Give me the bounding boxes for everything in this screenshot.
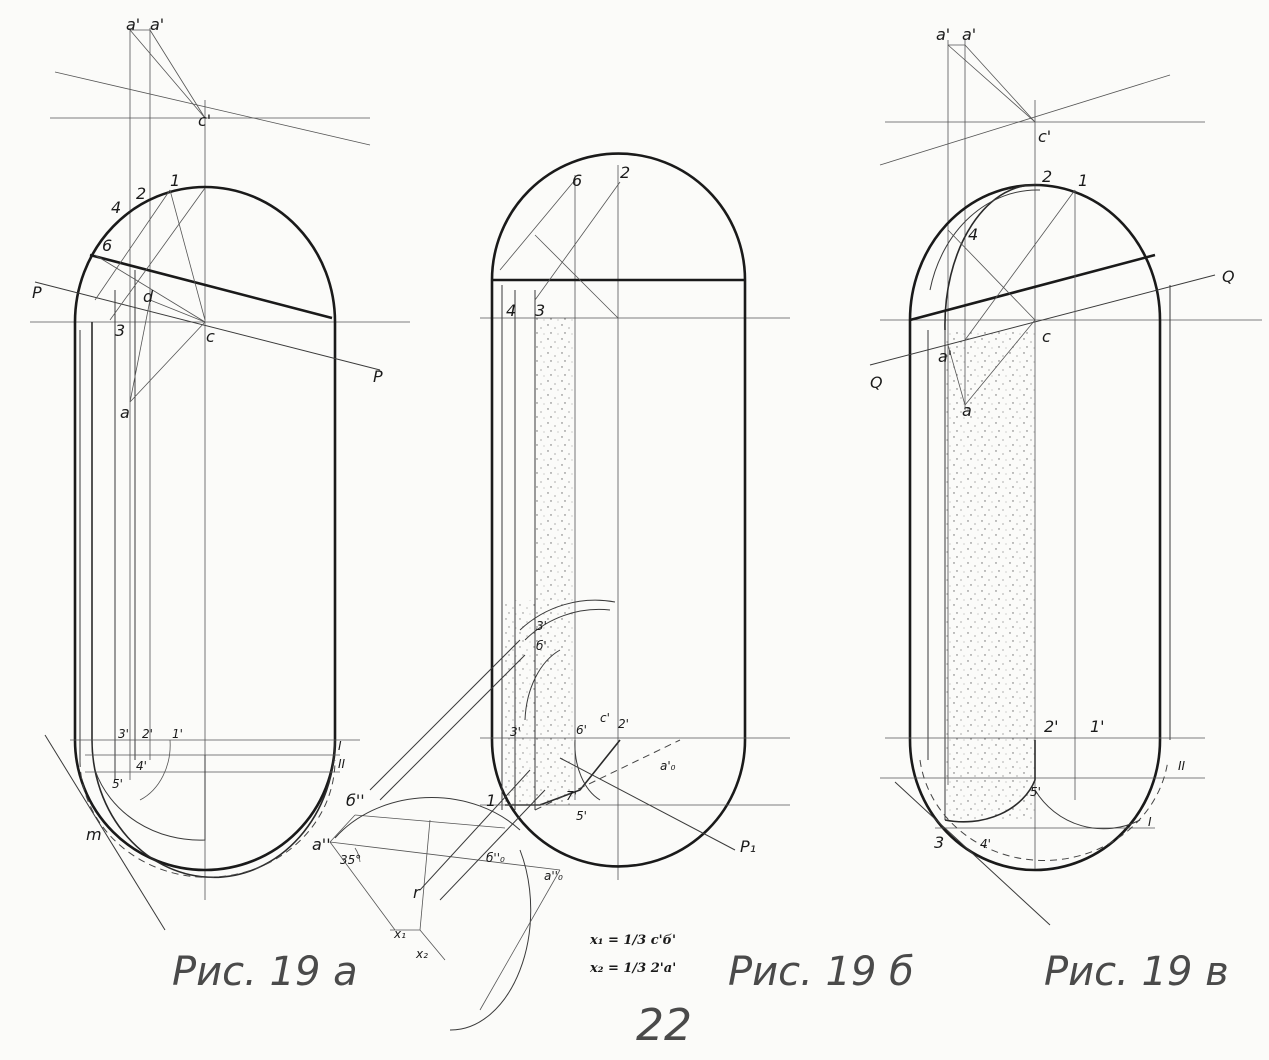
label: 1 — [486, 791, 496, 810]
label: a — [120, 403, 130, 422]
label: 2 — [1042, 167, 1052, 186]
label: 1' — [1090, 717, 1105, 736]
label: x₁ — [393, 927, 406, 941]
label: 1 — [170, 171, 180, 190]
page-number: 22 — [636, 1000, 692, 1051]
figure-19c-labels: a' a' c' 2 1 4 Q Q a' c a 2' 1' II 5' 3 … — [870, 25, 1235, 852]
label: Q — [870, 373, 883, 392]
label: a' — [962, 25, 976, 44]
label: 3' — [536, 619, 547, 633]
label: Q — [1222, 267, 1235, 286]
label: 6' — [576, 723, 587, 737]
label: 3 — [115, 321, 125, 340]
label: c — [206, 327, 215, 346]
label: d — [143, 287, 154, 306]
label: 4 — [968, 225, 978, 244]
label: 5' — [1030, 785, 1041, 799]
label: P₁ — [740, 837, 756, 856]
label: II — [1178, 759, 1186, 773]
figure-19a-labels: a' a' c' 1 2 4 6 3 d c a P P 3' 2' 1' 4'… — [32, 15, 383, 844]
label: 4 — [506, 301, 516, 320]
caption-fig-19a: Рис. 19 а — [172, 949, 358, 995]
label: a' — [936, 25, 950, 44]
label: 7' — [566, 789, 577, 803]
label: r — [413, 883, 421, 902]
figure-19b — [329, 152, 790, 1031]
label: 2' — [618, 717, 629, 731]
figure-19c — [869, 40, 1262, 926]
label: б''₀ — [486, 851, 505, 865]
label: a'' — [312, 835, 331, 854]
label: 6 — [102, 236, 112, 255]
label: 4' — [980, 837, 991, 851]
label: P — [32, 283, 42, 302]
label: c' — [198, 111, 211, 130]
figure-19a — [30, 28, 410, 931]
capsule-outline-a — [73, 185, 337, 872]
label: m — [86, 825, 102, 844]
label: 2 — [620, 163, 630, 182]
label: a' — [150, 15, 164, 34]
label: a'₀ — [660, 759, 676, 773]
label: P — [373, 367, 383, 386]
label: 6 — [572, 171, 582, 190]
shaded-region-b — [535, 318, 575, 808]
label: I — [1148, 815, 1152, 829]
label: 2' — [1044, 717, 1059, 736]
label: 3 — [535, 301, 545, 320]
label: 4' — [136, 759, 147, 773]
label: II — [338, 757, 346, 771]
label: a' — [126, 15, 140, 34]
label: a' — [938, 347, 952, 366]
shaded-region-c — [945, 330, 1035, 820]
label: c' — [600, 711, 610, 725]
label: 35° — [340, 853, 361, 867]
formula-x1: x₁ = 1/3 c'б' — [589, 933, 676, 948]
caption-fig-19b: Рис. 19 б — [728, 949, 914, 995]
label: I — [338, 739, 342, 753]
formula-x2: x₂ = 1/3 2'a' — [589, 961, 676, 976]
label: a — [962, 401, 972, 420]
label: 3' — [510, 725, 521, 739]
label: 1 — [1078, 171, 1088, 190]
label: б' — [536, 639, 547, 653]
label: 3 — [934, 833, 944, 852]
figure-19b-labels: 6 2 4 3 3' б' 3' 6' c' 2' a'₀ 1 7' 5' P₁… — [312, 163, 756, 976]
label: 2' — [142, 727, 153, 741]
label: б'' — [346, 791, 365, 810]
caption-fig-19c: Рис. 19 в — [1044, 949, 1229, 995]
label: c' — [1038, 127, 1051, 146]
label: 5' — [576, 809, 587, 823]
label: 2 — [136, 184, 146, 203]
label: x₂ — [415, 947, 428, 961]
label: 5' — [112, 777, 123, 791]
capsule-outline-b — [490, 152, 747, 868]
capsule-outline-c — [908, 183, 1162, 872]
label: 4 — [111, 198, 121, 217]
label: 1' — [172, 727, 183, 741]
label: 3' — [118, 727, 129, 741]
label: c — [1042, 327, 1051, 346]
label: a''₀ — [544, 869, 563, 883]
